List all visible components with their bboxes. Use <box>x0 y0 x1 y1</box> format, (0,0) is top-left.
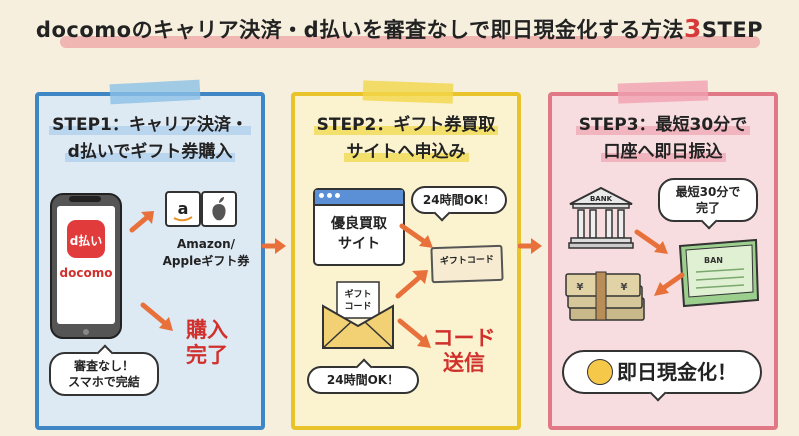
same-day-cash-result: 即日現金化！ <box>562 350 762 394</box>
tape-step2 <box>362 80 454 104</box>
arrow-site-to-code-icon <box>399 223 433 248</box>
arrow-envelope-to-code-icon <box>395 270 428 299</box>
envelope-icon: ギフト コード <box>322 281 394 349</box>
passbook-label: BAN <box>704 256 723 265</box>
d-pay-app-label: d払い <box>70 233 103 248</box>
page-title: docomoのキャリア決済・d払いを審査なしで即日現金化する方法3STEP <box>35 14 764 43</box>
shortest-30min-bubble: 最短30分で 完了 <box>658 178 758 222</box>
browser-bar <box>315 190 403 206</box>
title-step-count: 3 <box>683 14 702 43</box>
step3-title: STEP3：最短30分で 口座へ即日振込 <box>552 112 774 166</box>
envelope-label-line1: ギフト <box>344 288 371 300</box>
24h-ok-top-bubble: 24時間OK！ <box>411 186 507 214</box>
svg-text:¥: ¥ <box>621 282 628 293</box>
step3-panel: STEP3：最短30分で 口座へ即日振込 BANK 最短30分で 完了 BAN <box>548 92 778 430</box>
smile-face-icon <box>587 358 613 385</box>
buyback-site-label: 優良買取 サイト <box>331 216 387 252</box>
svg-text:a: a <box>178 199 189 218</box>
passbook-icon: BAN <box>678 238 760 308</box>
no-screening-bubble: 審査なし！ スマホで完結 <box>49 352 159 396</box>
step1-title: STEP1：キャリア決済・ d払いでギフト券購入 <box>39 112 261 166</box>
24h-ok-bottom-bubble: 24時間OK！ <box>307 366 419 394</box>
bank-label: BANK <box>590 195 613 203</box>
gift-card-label: Amazon/ Appleギフト券 <box>162 237 250 268</box>
docomo-label: docomo <box>60 266 113 280</box>
arrow-to-purchase-icon <box>140 302 173 331</box>
step2-panel: STEP2：ギフト券買取 サイトへ申込み 優良買取 サイト 24時間OK！ ギフ… <box>291 92 521 430</box>
cash-bundle-icon: ¥ ¥ <box>565 271 645 321</box>
arrow-bank-to-passbook-icon <box>634 229 668 254</box>
arrow-to-giftcards-icon <box>129 211 154 233</box>
smartphone-icon: d払い docomo <box>50 193 122 339</box>
purchase-complete-label: 購入 完了 <box>186 318 228 367</box>
envelope-label-line2: コード <box>344 301 371 312</box>
arrow-step1-to-step2-icon <box>262 238 286 254</box>
title-highlight <box>60 36 760 48</box>
step1-panel: STEP1：キャリア決済・ d払いでギフト券購入 d払い docomo a Am… <box>35 92 265 430</box>
code-send-label: コード 送信 <box>432 326 496 375</box>
arrow-to-send-icon <box>397 318 431 348</box>
buyback-site-window: 優良買取 サイト <box>313 188 405 266</box>
svg-text:¥: ¥ <box>577 282 584 293</box>
tape-step3 <box>617 80 709 104</box>
arrow-step2-to-step3-icon <box>518 238 542 254</box>
arrow-passbook-to-cash-icon <box>654 272 685 296</box>
bank-building-icon: BANK <box>568 186 634 249</box>
gift-code-card: ギフトコード <box>430 244 504 284</box>
gift-cards-icon: a <box>165 191 237 227</box>
step2-title: STEP2：ギフト券買取 サイトへ申込み <box>295 112 517 166</box>
